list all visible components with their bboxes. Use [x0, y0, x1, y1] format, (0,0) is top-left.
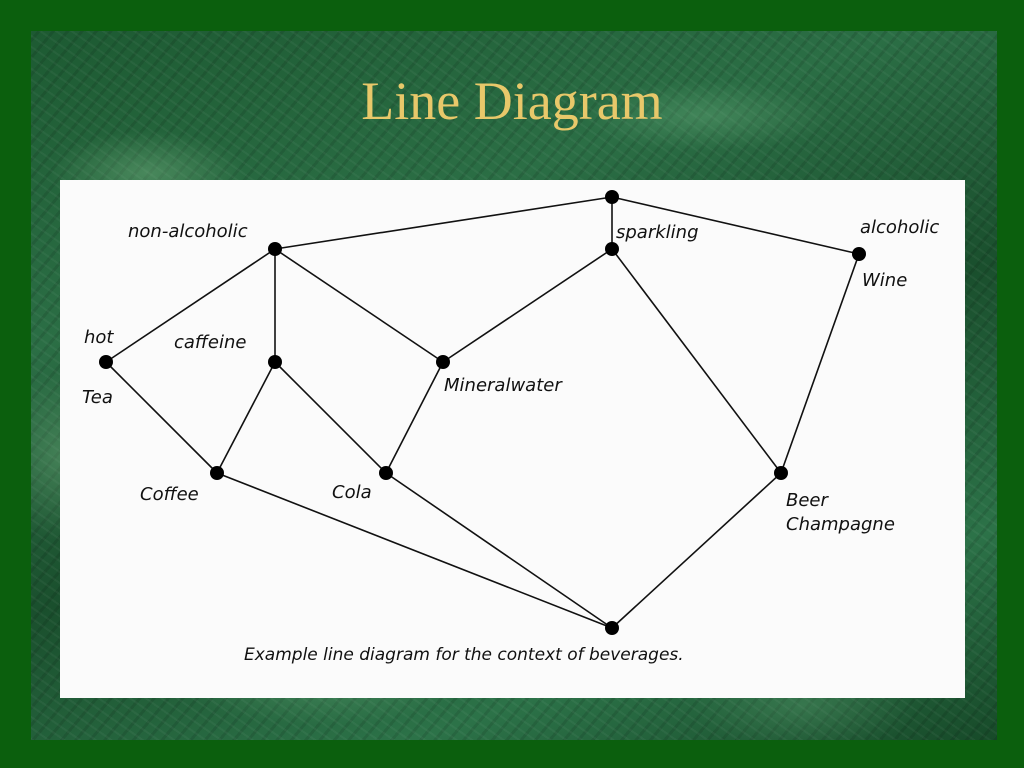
edge-top-non-alcoholic [274, 196, 613, 250]
edge-non-alcoholic-mineralwater [274, 248, 444, 363]
label-non-alcoholic: non-alcoholic [128, 221, 248, 242]
node-alcoholic [852, 247, 866, 261]
node-mineralwater [436, 355, 450, 369]
label-mineralwater: Mineralwater [444, 375, 563, 396]
node-beer [774, 466, 788, 480]
node-bottom [605, 621, 619, 635]
label-sparkling: sparkling [616, 222, 699, 243]
node-caffeine [268, 355, 282, 369]
label-tea: Tea [82, 387, 113, 408]
node-hot [99, 355, 113, 369]
diagram-caption: Example line diagram for the context of … [244, 645, 684, 665]
edge-coffee-bottom [216, 472, 613, 629]
node-coffee [210, 466, 224, 480]
label-caffeine: caffeine [174, 332, 246, 353]
edges-layer [105, 196, 860, 629]
edge-caffeine-coffee [216, 361, 276, 474]
edge-cola-bottom [385, 472, 613, 629]
edge-sparkling-beer [611, 248, 782, 474]
label-alcoholic: alcoholic [860, 217, 939, 238]
node-sparkling [605, 242, 619, 256]
diagram-panel: non-alcoholic sparkling alcoholic Wine h… [60, 180, 965, 698]
label-champagne: Champagne [786, 514, 895, 535]
edge-alcoholic-beer [780, 253, 860, 474]
labels-layer: non-alcoholic sparkling alcoholic Wine h… [82, 217, 939, 665]
edge-top-alcoholic [611, 196, 860, 255]
edge-hot-coffee [105, 361, 218, 474]
label-hot: hot [84, 327, 114, 348]
edge-beer-bottom [611, 472, 782, 629]
edge-caffeine-cola [274, 361, 387, 474]
label-cola: Cola [332, 482, 372, 503]
nodes-layer [99, 190, 866, 635]
edge-non-alcoholic-hot [105, 248, 276, 363]
line-diagram: non-alcoholic sparkling alcoholic Wine h… [82, 190, 939, 665]
edge-mineralwater-cola [385, 361, 444, 474]
node-cola [379, 466, 393, 480]
edge-sparkling-mineralwater [442, 248, 613, 363]
label-coffee: Coffee [140, 484, 199, 505]
label-beer: Beer [786, 490, 829, 511]
node-non-alcoholic [268, 242, 282, 256]
slide-title: Line Diagram [361, 71, 663, 131]
label-wine: Wine [862, 270, 907, 291]
node-top [605, 190, 619, 204]
